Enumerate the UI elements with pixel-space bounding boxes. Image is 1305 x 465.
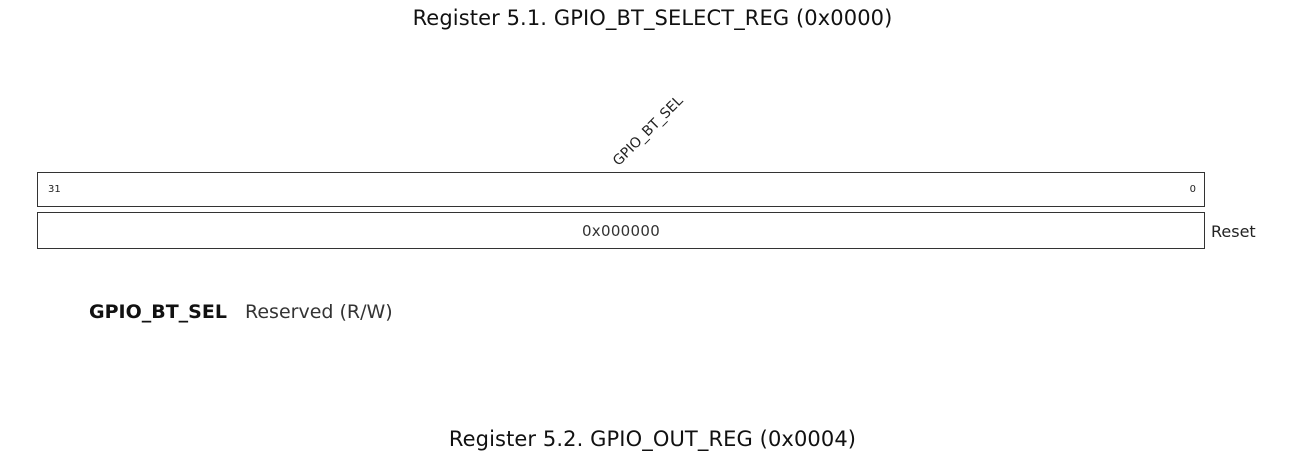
field-label-rotated: GPIO_BT_SEL xyxy=(610,92,687,170)
reset-value-cell: 0x000000 xyxy=(37,212,1205,249)
register-title: Register 5.2. GPIO_OUT_REG (0x0004) xyxy=(448,427,857,451)
field-description-name: GPIO_BT_SEL xyxy=(89,301,227,323)
bit-low-label: 0 xyxy=(1189,184,1196,195)
register-title: Register 5.1. GPIO_BT_SELECT_REG (0x0000… xyxy=(412,6,893,30)
bit-high-label: 31 xyxy=(48,184,61,195)
bit-range-row: 31 0 xyxy=(37,172,1205,207)
field-description: GPIO_BT_SEL Reserved (R/W) xyxy=(89,301,393,323)
field-description-text: Reserved (R/W) xyxy=(245,301,393,323)
reset-label: Reset xyxy=(1211,222,1256,241)
